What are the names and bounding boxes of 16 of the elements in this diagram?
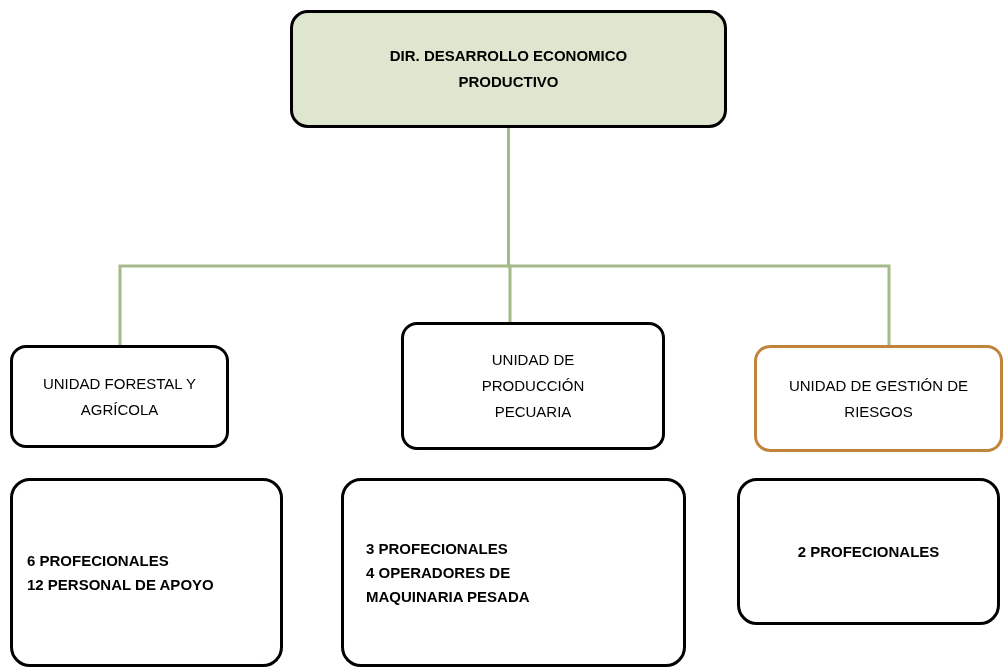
box-text: UNIDAD DE PRODUCCIÓN PECUARIA [480,350,586,422]
box-text: 2 PROFECIONALES [797,541,940,562]
box-text: DIR. DESARROLLO ECONOMICO PRODUCTIVO [388,46,629,92]
box-text: 12 PERSONAL DE APOYO [27,574,215,595]
director-box [290,10,727,128]
staff-box [737,478,1000,625]
box-text: UNIDAD FORESTAL Y AGRÍCOLA [41,373,198,420]
box-text: 4 OPERADORES DE MAQUINARIA PESADA [366,562,531,607]
box-text: 6 PROFECIONALES [27,550,170,571]
staff-box [341,478,686,667]
unit-box [401,322,665,450]
box-text: 3 PROFECIONALES [366,538,509,559]
unit-box [754,345,1003,452]
staff-box [10,478,283,667]
unit-box [10,345,229,448]
box-text: UNIDAD DE GESTIÓN DE RIESGOS [787,375,970,422]
